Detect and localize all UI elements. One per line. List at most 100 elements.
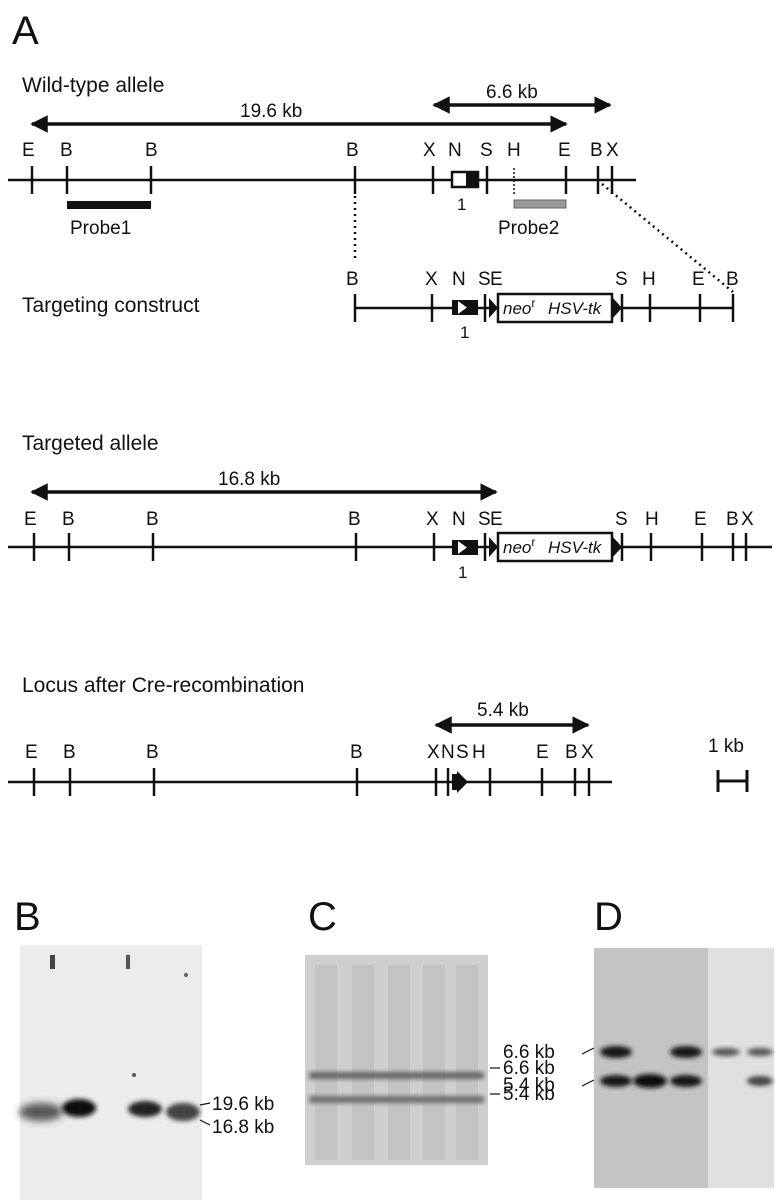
span-label-16-8: 16.8 kb	[218, 469, 280, 490]
panel-d-label: D	[594, 895, 623, 939]
site-b: B	[565, 742, 578, 763]
site-x: X	[606, 140, 619, 161]
site-b: B	[348, 509, 361, 530]
cassette-tk-label: HSV-tk	[548, 299, 603, 318]
panel-c-label: C	[308, 895, 337, 939]
cassette-neo-text: neo	[503, 299, 531, 318]
blot-d: 6.6 kb 5.4 kb	[503, 948, 774, 1188]
site-e: E	[22, 140, 35, 161]
exon-label: 1	[460, 323, 469, 342]
loxp-site	[612, 536, 622, 558]
exon-label: 1	[458, 563, 467, 582]
site-b: B	[63, 742, 76, 763]
site-s: S	[615, 269, 628, 290]
blot-c-lane	[388, 965, 410, 1160]
blot-c-lane	[352, 965, 374, 1160]
blot-d-band	[600, 1046, 632, 1058]
site-n: N	[441, 742, 455, 763]
blot-b-speck	[184, 973, 188, 977]
cassette-neo-sup: r	[531, 535, 535, 549]
blot-c-lane	[423, 965, 445, 1160]
site-e: E	[558, 140, 571, 161]
exon-label: 1	[457, 195, 466, 214]
site-s: S	[615, 509, 628, 530]
site-s: S	[480, 140, 493, 161]
targeted-title: Targeted allele	[22, 432, 159, 455]
blot-b-speck	[132, 1073, 136, 1077]
blot-c-lane	[315, 965, 337, 1160]
cassette-tk-label: HSV-tk	[548, 538, 603, 557]
blot-d-membrane-left	[594, 948, 709, 1188]
blot-c-band-lower	[309, 1096, 484, 1103]
blot-d-band	[747, 1048, 773, 1056]
scale-bar-label: 1 kb	[708, 736, 744, 757]
site-b: B	[146, 742, 159, 763]
blot-b-band	[19, 1103, 63, 1121]
blot-b-band	[128, 1101, 162, 1117]
site-x: X	[423, 140, 436, 161]
site-x: X	[426, 509, 439, 530]
blot-c-band-upper	[309, 1072, 484, 1079]
cassette-neo-text: neo	[503, 538, 531, 557]
site-e: E	[490, 509, 503, 530]
site-s: S	[478, 269, 491, 290]
band-label-6-6: 6.6 kb	[503, 1042, 555, 1063]
band-label-6-6: 6.6 kb	[503, 1058, 555, 1079]
site-e: E	[25, 742, 38, 763]
site-h: H	[642, 269, 656, 290]
probe1-label: Probe1	[70, 218, 131, 239]
cassette-neo-sup: r	[531, 296, 535, 310]
probe2-bar	[513, 199, 567, 209]
site-s: S	[456, 742, 469, 763]
loxp-site	[612, 297, 622, 319]
site-b: B	[62, 509, 75, 530]
span-label-19-6: 19.6 kb	[240, 101, 302, 122]
wild-type-allele: Wild-type allele 19.6 kb 6.6 kb E B B B …	[8, 74, 636, 239]
site-x: X	[427, 742, 440, 763]
loxp-site	[489, 298, 498, 318]
site-x: X	[425, 269, 438, 290]
site-n: N	[452, 269, 466, 290]
blot-b: 19.6 kb 16.8 kb	[19, 945, 274, 1200]
loxp-site	[458, 301, 467, 314]
band-leader	[581, 1079, 595, 1087]
site-h: H	[645, 509, 659, 530]
blot-d-band	[670, 1046, 702, 1058]
site-b: B	[726, 269, 739, 290]
blot-d-band	[600, 1075, 632, 1087]
targeting-title: Targeting construct	[22, 294, 200, 317]
band-leader	[199, 1102, 211, 1106]
exon-1-remnant	[452, 774, 460, 790]
site-b: B	[590, 140, 603, 161]
panel-a-label: A	[12, 9, 39, 53]
site-n: N	[448, 140, 462, 161]
site-b: B	[346, 140, 359, 161]
site-b: B	[145, 140, 158, 161]
blot-b-band	[166, 1103, 200, 1121]
span-label-6-6: 6.6 kb	[486, 82, 538, 103]
site-b: B	[350, 742, 363, 763]
site-x: X	[741, 509, 754, 530]
loxp-site	[489, 537, 498, 557]
blot-d-band	[712, 1048, 740, 1056]
probe2-label: Probe2	[498, 218, 559, 239]
site-b: B	[146, 509, 159, 530]
site-b: B	[726, 509, 739, 530]
site-h: H	[472, 742, 486, 763]
blot-b-membrane	[20, 945, 202, 1200]
site-b: B	[60, 140, 73, 161]
site-h: H	[507, 140, 521, 161]
band-label-5-4: 5.4 kb	[503, 1084, 555, 1105]
blot-b-band	[62, 1099, 96, 1117]
loxp-site	[457, 771, 468, 793]
loxp-site	[458, 541, 467, 554]
wild-type-title: Wild-type allele	[22, 74, 164, 97]
cre-title: Locus after Cre-recombination	[22, 674, 304, 697]
targeted-allele: Targeted allele 16.8 kb E B B B X N S E …	[8, 432, 772, 582]
site-e: E	[490, 269, 503, 290]
blot-d-band	[633, 1074, 667, 1088]
site-n: N	[452, 509, 466, 530]
blot-b-speck	[126, 955, 130, 969]
site-e: E	[694, 509, 707, 530]
